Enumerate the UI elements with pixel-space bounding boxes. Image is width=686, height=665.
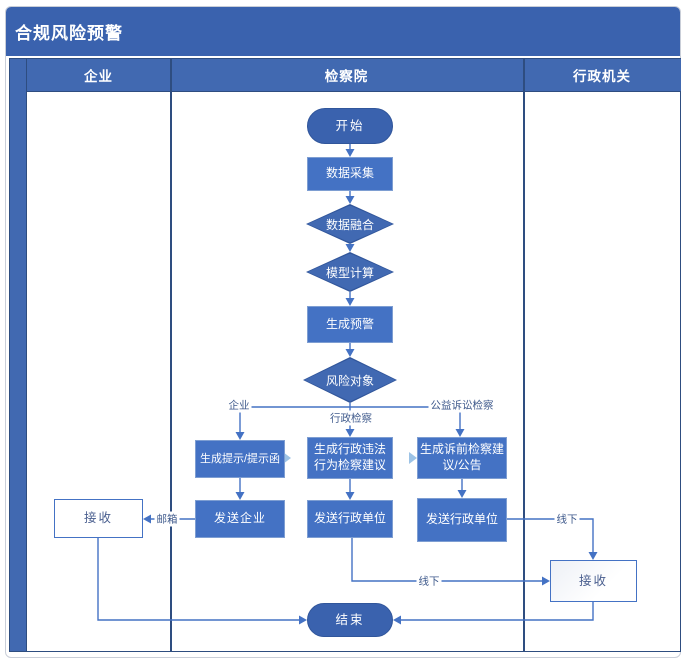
edge-start-collect [345,144,355,157]
node-label: 接收 [83,511,113,526]
node-label: 生成提示/提示函 [199,452,281,465]
edge-receive-admin-end [393,602,594,625]
lane-header-enterprise: 企业 [27,59,170,92]
node-label: 发送行政单位 [425,512,498,527]
receive-admin-node[interactable]: 接收 [550,560,637,602]
edge-warning-risk [345,343,355,357]
edge-label-mail: 邮箱 [154,511,180,527]
start-node[interactable]: 开始 [307,108,393,144]
connector-tick-icon [409,452,417,464]
node-label: 数据采集 [325,166,374,181]
edge-model-warning [345,292,355,306]
receive-enterprise-node[interactable]: 接收 [54,499,143,538]
node-label: 生成预警 [325,316,374,331]
flowchart-title-bar: 合规风险预警 [6,7,680,56]
lane-header-label: 检察院 [324,69,369,84]
node-label: 开始 [335,118,365,133]
node-label: 模型计算 [307,253,393,291]
edge-fusion-model [345,244,355,252]
edge-offline-mid [351,538,550,586]
node-label: 生成诉前检察建议/公告 [420,442,505,472]
edge-label-admin-review: 行政检察 [328,410,374,426]
edge-offline-right [507,518,598,560]
edge-collect-fusion [345,191,355,204]
edge-label-offline-right: 线下 [554,511,580,527]
edge-notice-send [235,478,245,500]
edge-risk-branch [240,403,460,408]
generate-warning-node[interactable]: 生成预警 [307,306,393,343]
end-node[interactable]: 结束 [307,603,393,637]
edge-admin-send [345,479,355,500]
node-label: 数据融合 [307,205,393,243]
generate-notice-node[interactable]: 生成提示/提示函 [195,440,285,478]
lane-divider [170,59,172,651]
lane-header-admin-agency: 行政机关 [523,59,681,92]
connector-tick-icon [283,452,291,464]
edge-pre-send [457,479,467,498]
model-calc-decision[interactable]: 模型计算 [306,252,394,292]
edge-label-offline-mid: 线下 [416,573,442,589]
generate-prelitigation-node[interactable]: 生成诉前检察建议/公告 [417,437,507,479]
lane-divider [523,59,525,651]
generate-admin-suggestion-node[interactable]: 生成行政违法行为检察建议 [307,437,393,479]
risk-object-decision[interactable]: 风险对象 [303,357,397,403]
edge-label-public-litigation: 公益诉讼检察 [428,397,496,413]
page-title: 合规风险预警 [15,24,123,43]
send-admin-unit-node-right[interactable]: 发送行政单位 [417,498,507,542]
edge-label-enterprise: 企业 [226,397,252,413]
send-admin-unit-node-mid[interactable]: 发送行政单位 [307,500,393,538]
node-label: 接收 [578,573,608,588]
node-label: 发送行政单位 [313,511,386,526]
lane-header-label: 行政机关 [573,69,631,84]
node-label: 风险对象 [304,358,396,402]
node-label: 结束 [335,612,365,627]
data-fusion-decision[interactable]: 数据融合 [306,204,394,244]
edge-receive-enterprise-end [97,538,307,625]
send-enterprise-node[interactable]: 发送企业 [195,500,285,538]
lane-strip [10,59,27,651]
node-label: 发送企业 [213,511,266,526]
lane-header-procuratorate: 检察院 [170,59,523,92]
lane-header-label: 企业 [84,69,113,84]
data-collection-node[interactable]: 数据采集 [307,157,393,191]
node-label: 生成行政违法行为检察建议 [313,442,386,472]
